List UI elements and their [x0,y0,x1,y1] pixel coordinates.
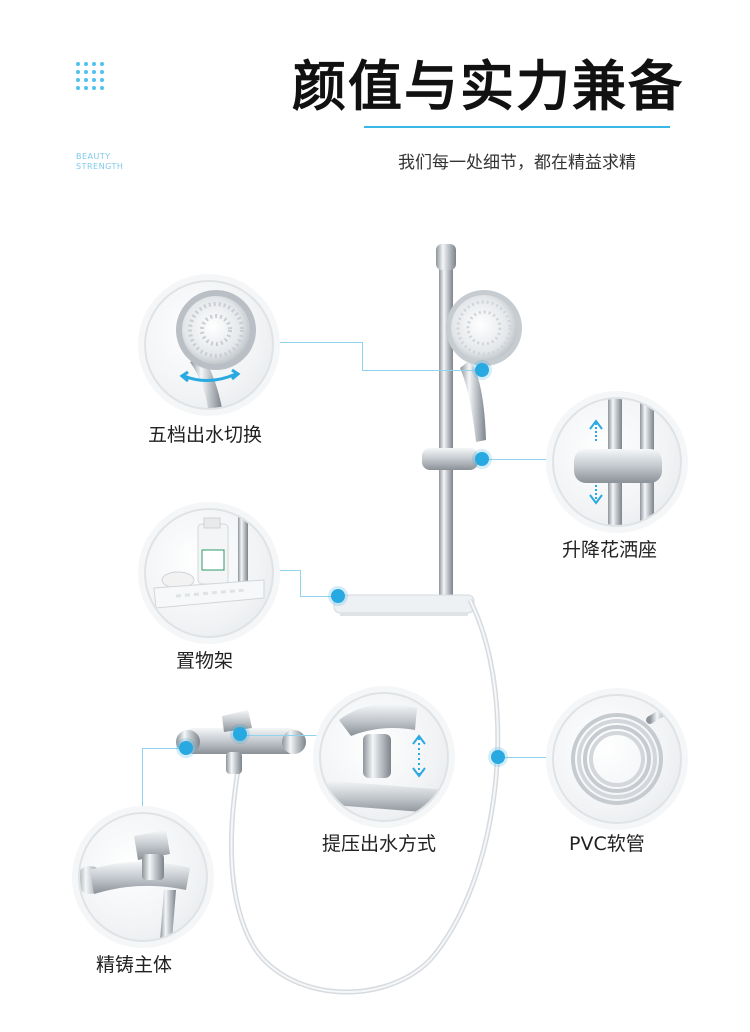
leader-line-body [142,748,187,811]
leader-line-holder [484,459,550,460]
feature-circle-lever [319,692,449,822]
feature-label-shelf: 置物架 [176,650,234,672]
dot-grid-icon [76,62,104,90]
hotspot-lever[interactable] [233,727,247,741]
feature-label-lever: 提压出水方式 [322,833,437,855]
leader-line-hose [498,757,550,758]
page-title: 颜值与实力兼备 [292,55,684,118]
wall-mixer [176,710,306,774]
feature-circle-hose [552,694,682,824]
english-tag: BEAUTY STRENGTH [76,152,123,172]
feature-circle-shelf [144,508,274,638]
handheld-shower-head-icon [176,290,256,408]
english-tag-line-1: BEAUTY [76,152,111,161]
mixer-valve-body-icon [80,830,190,940]
coiled-hose-icon [571,704,674,805]
english-tag-line-2: STRENGTH [76,162,124,171]
hotspot-shower-head[interactable] [475,363,489,377]
leader-line-shelf-2 [300,570,339,597]
feature-circle-holder [552,397,682,527]
shelf [333,594,475,616]
sliding-holder-icon [574,399,662,525]
feature-circle-body [78,812,208,942]
leader-line-shelf [270,570,300,571]
shower-holder [422,448,478,470]
leader-line-shower-head-2 [362,342,483,371]
hotspot-shelf[interactable] [331,589,345,603]
feature-label-shower-head: 五档出水切换 [148,424,263,446]
feature-label-hose: PVC软管 [569,833,645,855]
page-subtitle: 我们每一处细节，都在精益求精 [398,153,636,173]
hotspot-hose[interactable] [491,750,505,764]
hotspot-holder[interactable] [475,452,489,466]
soap-shelf-icon [153,510,265,609]
leader-line-lever [242,735,318,736]
slide-bar [436,244,456,604]
push-lever-icon [321,704,447,814]
leader-line-shower-head [270,342,362,343]
title-underline [364,126,670,128]
feature-label-body: 精铸主体 [96,954,173,976]
feature-label-holder: 升降花洒座 [562,539,658,561]
feature-circle-shower-head [144,280,274,410]
hand-shower [446,290,522,442]
hotspot-body[interactable] [179,741,193,755]
